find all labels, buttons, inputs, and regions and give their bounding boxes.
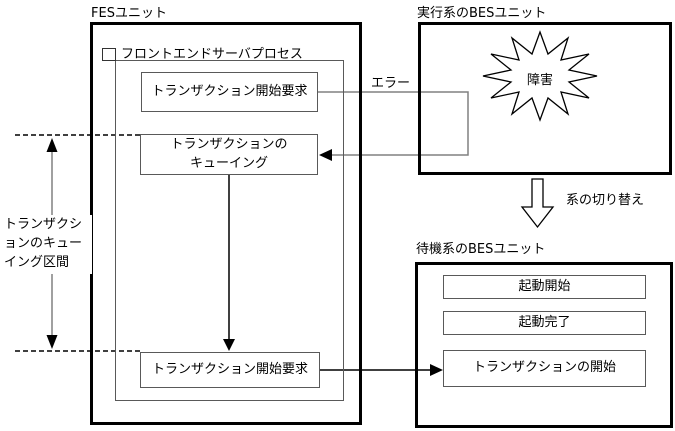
switchover-label: 系の切り替え (566, 193, 645, 208)
queueing-interval-arrowhead-down-icon (46, 335, 58, 349)
standby-step-txn-start-label: トランザクションの開始 (472, 360, 616, 376)
error-label: エラー (371, 76, 411, 91)
queueing-interval-annotation: トランザクシ ョンのキュー イング区間 (2, 215, 92, 274)
standby-bes-title: 待機系のBESユニット (416, 242, 546, 257)
error-arrowhead-left-icon (319, 149, 332, 161)
standby-step-txn-start-box: トランザクションの開始 (443, 350, 646, 387)
failure-label: 障害 (526, 73, 553, 88)
txn-queueing-label: トランザクションの キューイング (170, 137, 288, 171)
active-bes-title: 実行系のBESユニット (417, 6, 547, 21)
standby-bes-box (415, 262, 673, 428)
txn-start-request-top-box: トランザクション開始要求 (141, 72, 318, 112)
process-marker-square-icon (102, 48, 116, 61)
fes-unit-title: FESユニット (91, 2, 167, 23)
frontend-server-process-label: フロントエンドサーバプロセス (121, 47, 303, 62)
standby-step-startup-begin-box: 起動開始 (443, 275, 646, 299)
txn-start-request-top-label: トランザクション開始要求 (151, 83, 308, 99)
switchover-arrow-icon (520, 178, 555, 229)
txn-start-request-bottom-label: トランザクション開始要求 (151, 361, 308, 377)
active-bes-box (418, 22, 672, 175)
failure-starburst-icon (482, 30, 598, 122)
standby-step-startup-complete-label: 起動完了 (518, 314, 571, 330)
queueing-to-request-arrowhead-icon (223, 339, 235, 351)
standby-step-startup-complete-box: 起動完了 (443, 311, 646, 335)
frontend-server-process-frame (115, 60, 344, 401)
standby-step-startup-begin-label: 起動開始 (518, 278, 571, 294)
txn-start-request-bottom-box: トランザクション開始要求 (140, 352, 320, 388)
request-to-standby-arrowhead-icon (430, 364, 443, 376)
queueing-interval-arrowhead-up-icon (46, 138, 58, 152)
txn-queueing-box: トランザクションの キューイング (140, 134, 318, 175)
error-connector-line (318, 91, 469, 156)
